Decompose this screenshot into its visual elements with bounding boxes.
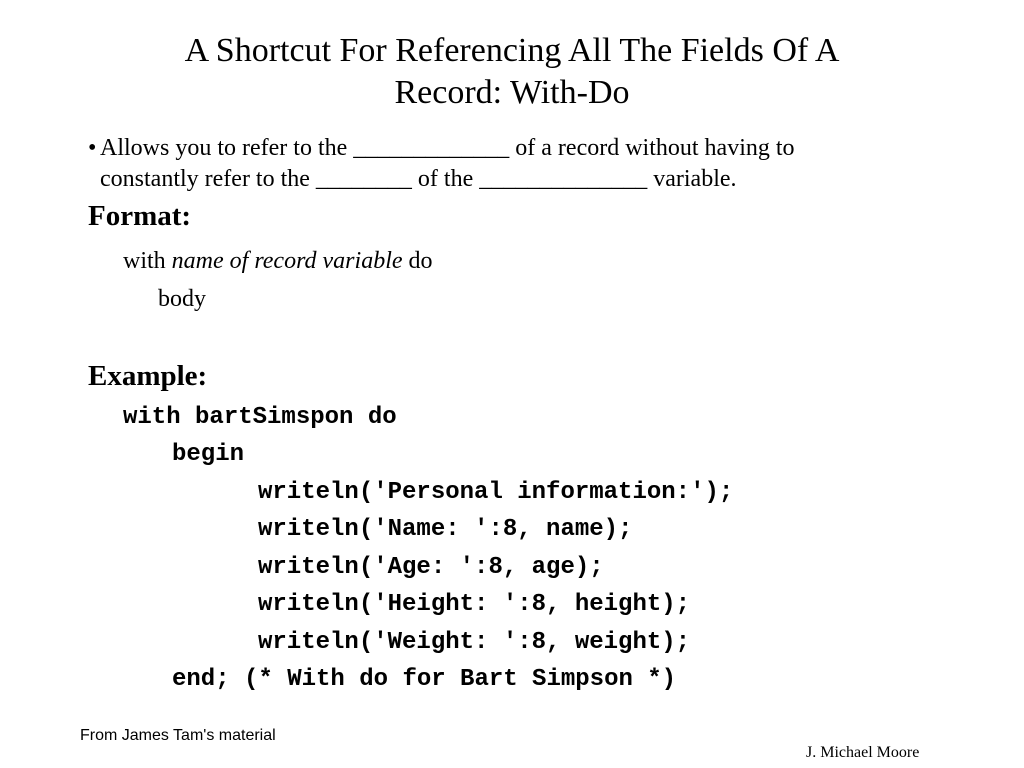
- bullet-line-2: constantly refer to the ________ of the …: [100, 166, 737, 192]
- title-line-2: Record: With-Do: [394, 74, 630, 111]
- bullet-text: Allows you to refer to the _____________…: [88, 133, 948, 195]
- code-line-5: writeln('Age: ':8, age);: [258, 554, 604, 581]
- bullet-point: • Allows you to refer to the ___________…: [88, 133, 948, 195]
- code-line-2: begin: [172, 441, 245, 468]
- bullet-marker: •: [88, 135, 97, 161]
- format-with-keyword: with: [123, 248, 172, 274]
- code-line-7: writeln('Weight: ':8, weight);: [258, 629, 691, 656]
- title-line-1: A Shortcut For Referencing All The Field…: [184, 32, 840, 69]
- footer-source: From James Tam's material: [80, 727, 276, 744]
- code-line-8: end; (* With do for Bart Simpson *): [172, 666, 677, 693]
- format-do-keyword: do: [402, 248, 433, 274]
- code-line-1: with bartSimspon do: [123, 404, 397, 431]
- code-line-4: writeln('Name: ':8, name);: [258, 516, 633, 543]
- code-line-3: writeln('Personal information:');: [258, 479, 734, 506]
- footer-author: J. Michael Moore: [806, 744, 920, 761]
- format-heading: Format:: [88, 200, 192, 232]
- example-heading: Example:: [88, 360, 208, 392]
- code-line-6: writeln('Height: ':8, height);: [258, 591, 691, 618]
- slide-title: A Shortcut For Referencing All The Field…: [0, 30, 1024, 114]
- bullet-line-1: Allows you to refer to the _____________…: [100, 135, 795, 161]
- format-body-line: body: [158, 286, 206, 312]
- format-syntax-line: with name of record variable do: [123, 248, 433, 275]
- format-record-name: name of record variable: [171, 248, 403, 274]
